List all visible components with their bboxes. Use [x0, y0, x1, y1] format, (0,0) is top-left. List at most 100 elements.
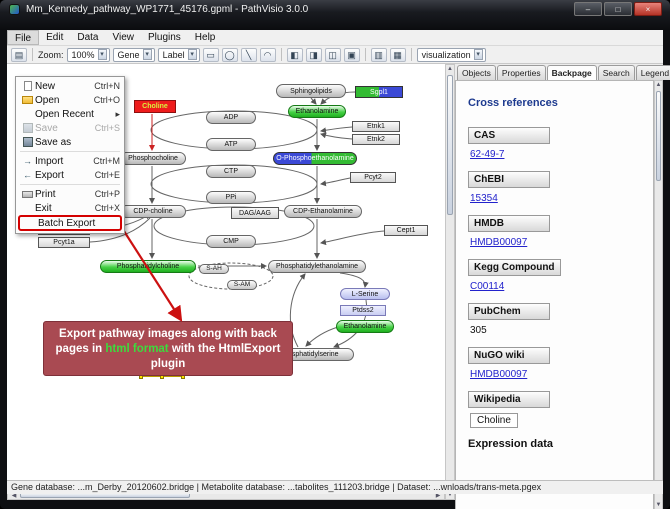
crossref-value: C00114	[470, 281, 643, 292]
zoom-label: Zoom:	[38, 49, 64, 60]
page-icon	[20, 81, 35, 91]
pathway-node-cdp-ethanolamine[interactable]: CDP-Ethanolamine	[284, 205, 362, 218]
pathway-node-adp[interactable]: ADP	[206, 111, 256, 124]
pathway-node-atp[interactable]: ATP	[206, 138, 256, 151]
title-bar[interactable]: Mm_Kennedy_pathway_WP1771_45176.gpml - P…	[0, 0, 670, 30]
pathway-node-sphingolipids[interactable]: Sphingolipids	[276, 84, 346, 98]
crossref-link[interactable]: C00114	[470, 281, 505, 292]
crossref-source-name: CAS	[468, 127, 550, 144]
stack-horizontal-button[interactable]: ▥	[370, 47, 387, 62]
pathway-node-pcyt2[interactable]: Pcyt2	[350, 172, 396, 183]
chevron-down-icon[interactable]: ▾	[473, 49, 483, 60]
window-controls: – □ ×	[574, 2, 662, 16]
pathway-node-ctp[interactable]: CTP	[206, 165, 256, 178]
crossref-source-name: NuGO wiki	[468, 347, 550, 364]
label-combo[interactable]: Label▾	[157, 47, 200, 62]
menu-item-batch-export[interactable]: Batch Export	[18, 215, 122, 231]
menubar-item-edit[interactable]: Edit	[46, 32, 64, 43]
align-right-button[interactable]: ◨	[305, 47, 322, 62]
pathway-edge	[339, 272, 369, 288]
rect-tool-button[interactable]: ▭	[202, 47, 219, 62]
close-button[interactable]: ×	[634, 2, 662, 16]
maximize-button[interactable]: □	[604, 2, 632, 16]
crossref-value: Choline	[470, 413, 643, 428]
menubar-item-data[interactable]: Data	[77, 32, 99, 43]
pathway-node-cept1[interactable]: Cept1	[384, 225, 428, 236]
line-tool-button[interactable]: ╲	[240, 47, 257, 62]
tab-search[interactable]: Search	[597, 65, 635, 80]
chevron-down-icon[interactable]: ▾	[187, 49, 197, 60]
chevron-down-icon[interactable]: ▾	[97, 49, 107, 60]
align-left-button[interactable]: ◧	[286, 47, 303, 62]
pathway-node-pcyt1a[interactable]: Pcyt1a	[38, 237, 90, 248]
align-bottom-button[interactable]: ▣	[343, 47, 360, 62]
pathway-node-o-phosphoethanolamine[interactable]: O-Phosphoethanolamine	[273, 152, 357, 165]
zoom-combo[interactable]: 100%▾	[66, 47, 110, 62]
tab-legend[interactable]: Legend	[635, 65, 670, 80]
menu-bar: File Edit Data View Plugins Help	[7, 30, 663, 46]
pathway-edge	[320, 126, 353, 134]
crossref-link[interactable]: HMDB00097	[470, 369, 528, 380]
crossref-link[interactable]: 15354	[470, 193, 498, 204]
pathway-edge	[320, 230, 385, 246]
pathway-node-s-ah[interactable]: S-AH	[199, 264, 229, 274]
visualization-combo-value: visualization	[421, 49, 471, 60]
pathway-node-phosphatidylcholine[interactable]: Phosphatidylcholine	[100, 260, 196, 273]
pathway-node-cdp-choline[interactable]: CDP-choline	[120, 205, 186, 218]
pathway-node-l-serine[interactable]: L-Serine	[340, 288, 390, 300]
crossref-link[interactable]: HMDB00097	[470, 237, 528, 248]
pathway-node-s-am[interactable]: S-AM	[227, 280, 257, 290]
menubar-item-plugins[interactable]: Plugins	[147, 32, 181, 43]
crossref-link[interactable]: 62-49-7	[470, 149, 505, 160]
pathway-node-phosphocholine[interactable]: Phosphocholine	[120, 152, 186, 165]
menu-item-label: Print	[35, 188, 56, 200]
pathway-node-ethanolamine[interactable]: Ethanolamine	[288, 105, 346, 118]
menu-item-label: Open Recent	[35, 108, 94, 120]
align-top-button[interactable]: ◫	[324, 47, 341, 62]
pathway-node-etnk2[interactable]: Etnk2	[352, 134, 400, 145]
canvas-vertical-scrollbar[interactable]: ▲ ▼	[445, 64, 455, 500]
pathway-node-etnk1[interactable]: Etnk1	[352, 121, 400, 132]
arrow-in-icon: →	[23, 156, 32, 166]
gene-combo[interactable]: Gene▾	[112, 47, 155, 62]
visualization-combo[interactable]: visualization▾	[416, 47, 486, 62]
pathway-node-ptdss2[interactable]: Ptdss2	[340, 305, 386, 316]
stack-vertical-button[interactable]: ▦	[389, 47, 406, 62]
pathway-node-ethanolamine[interactable]: Ethanolamine	[336, 320, 394, 333]
menu-item-save-as[interactable]: Save as	[17, 135, 123, 149]
gene-combo-value: Gene	[117, 49, 140, 60]
tab-backpage[interactable]: Backpage	[546, 65, 597, 80]
save-button[interactable]: ▤	[11, 47, 27, 62]
pathway-node-dag-aag[interactable]: DAG/AAG	[231, 207, 279, 219]
pathway-node-choline[interactable]: Choline	[134, 100, 176, 113]
menubar-item-file[interactable]: File	[7, 30, 40, 45]
printer-icon	[20, 190, 35, 198]
menubar-item-help[interactable]: Help	[194, 32, 216, 43]
pathway-node-sgpl1[interactable]: Sgpl1	[355, 86, 403, 98]
oval-tool-button[interactable]: ◯	[221, 47, 238, 62]
arc-tool-button[interactable]: ◠	[259, 47, 276, 62]
tab-objects[interactable]: Objects	[457, 65, 496, 80]
panel-scrollbar[interactable]: ▲ ▼	[654, 80, 663, 509]
tab-properties[interactable]: Properties	[496, 65, 546, 80]
minimize-button[interactable]: –	[574, 2, 602, 16]
menubar-item-view[interactable]: View	[112, 32, 134, 43]
menu-item-open-recent[interactable]: Open Recent▸	[17, 107, 123, 121]
chevron-down-icon[interactable]: ▾	[142, 49, 152, 60]
pathway-node-phosphatidylethanolamine[interactable]: Phosphatidylethanolamine	[268, 260, 366, 273]
pathway-node-cmp[interactable]: CMP	[206, 235, 256, 248]
pathway-node-ppi[interactable]: PPi	[206, 191, 256, 204]
crossref-value: 305	[470, 325, 487, 336]
